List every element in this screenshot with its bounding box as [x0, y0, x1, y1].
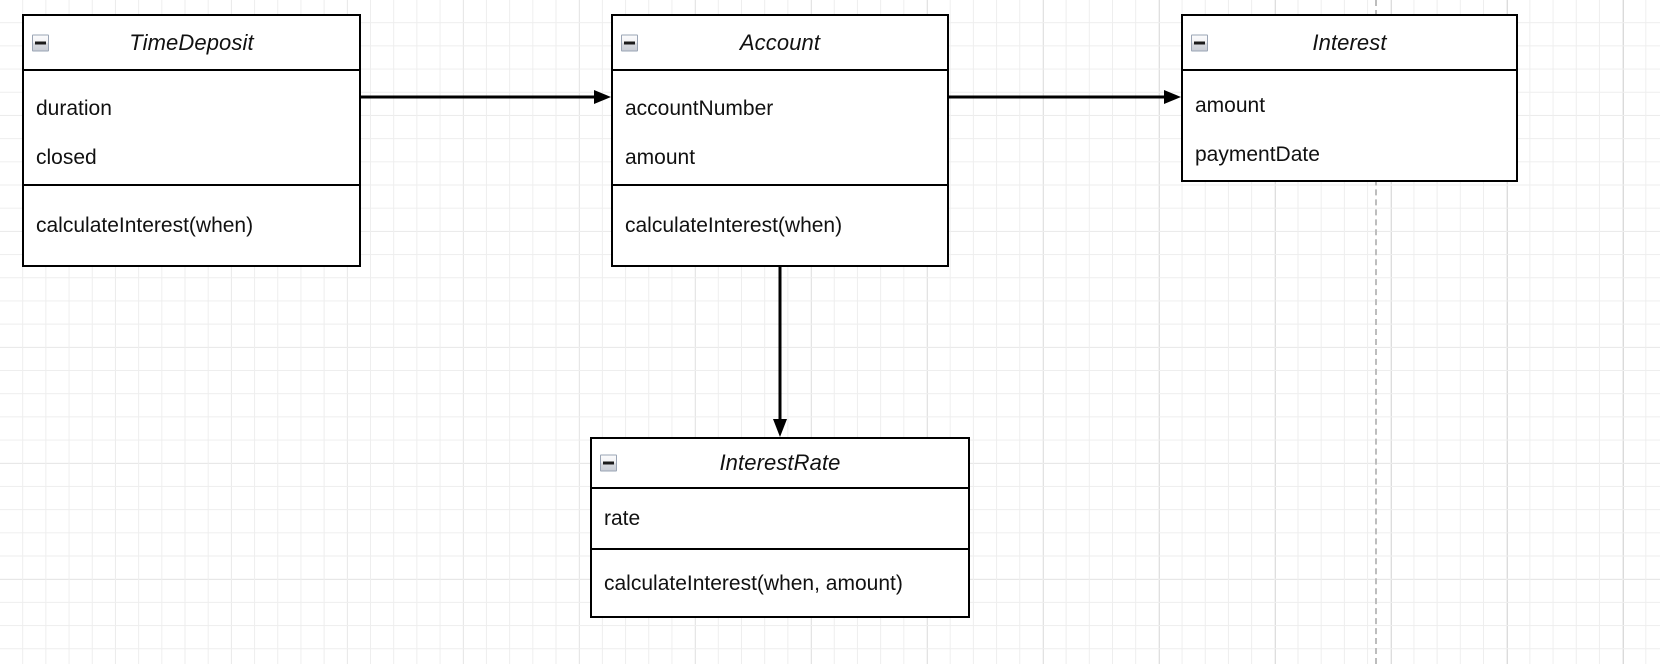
uml-class-interestrate[interactable]: InterestRate rate calculateInterest(when…: [590, 437, 970, 618]
uml-attributes-compartment-timedeposit: duration closed: [24, 71, 359, 184]
uml-attributes-compartment-interestrate: rate: [592, 489, 968, 548]
uml-operation: calculateInterest(when, amount): [604, 571, 903, 595]
uml-class-header-interest[interactable]: Interest: [1183, 16, 1516, 71]
uml-class-name: InterestRate: [719, 450, 841, 475]
uml-class-header-account[interactable]: Account: [613, 16, 947, 71]
uml-attribute: amount: [1195, 93, 1266, 117]
uml-attribute: closed: [36, 145, 97, 169]
uml-attribute: duration: [36, 96, 112, 120]
minus-icon[interactable]: [621, 34, 638, 51]
minus-icon[interactable]: [32, 34, 49, 51]
connector-account-to-interestrate[interactable]: [766, 267, 796, 439]
uml-class-name: TimeDeposit: [129, 29, 254, 55]
uml-class-header-timedeposit[interactable]: TimeDeposit: [24, 16, 359, 71]
connector-timedeposit-to-account[interactable]: [361, 83, 613, 113]
uml-attribute: amount: [625, 145, 696, 169]
uml-class-interest[interactable]: Interest amount paymentDate: [1181, 14, 1518, 182]
uml-operations-compartment-interestrate: calculateInterest(when, amount): [592, 548, 968, 616]
uml-class-name: Interest: [1312, 29, 1387, 55]
uml-attribute: rate: [604, 507, 641, 530]
uml-attribute: accountNumber: [625, 96, 774, 120]
uml-attributes-compartment-interest: amount paymentDate: [1183, 71, 1516, 180]
uml-operation: calculateInterest(when): [625, 214, 843, 237]
uml-operations-compartment-timedeposit: calculateInterest(when): [24, 184, 359, 265]
uml-class-header-interestrate[interactable]: InterestRate: [592, 439, 968, 489]
uml-class-account[interactable]: Account accountNumber amount calculateIn…: [611, 14, 949, 267]
page-break-guide-vertical: [1375, 0, 1377, 664]
uml-class-name: Account: [739, 29, 821, 55]
minus-icon[interactable]: [1191, 34, 1208, 51]
connector-account-to-interest[interactable]: [949, 83, 1183, 113]
minus-icon[interactable]: [600, 454, 617, 472]
uml-operation: calculateInterest(when): [36, 214, 254, 237]
uml-operations-compartment-account: calculateInterest(when): [613, 184, 947, 265]
uml-class-timedeposit[interactable]: TimeDeposit duration closed calculateInt…: [22, 14, 361, 267]
uml-attributes-compartment-account: accountNumber amount: [613, 71, 947, 184]
uml-attribute: paymentDate: [1195, 142, 1320, 166]
